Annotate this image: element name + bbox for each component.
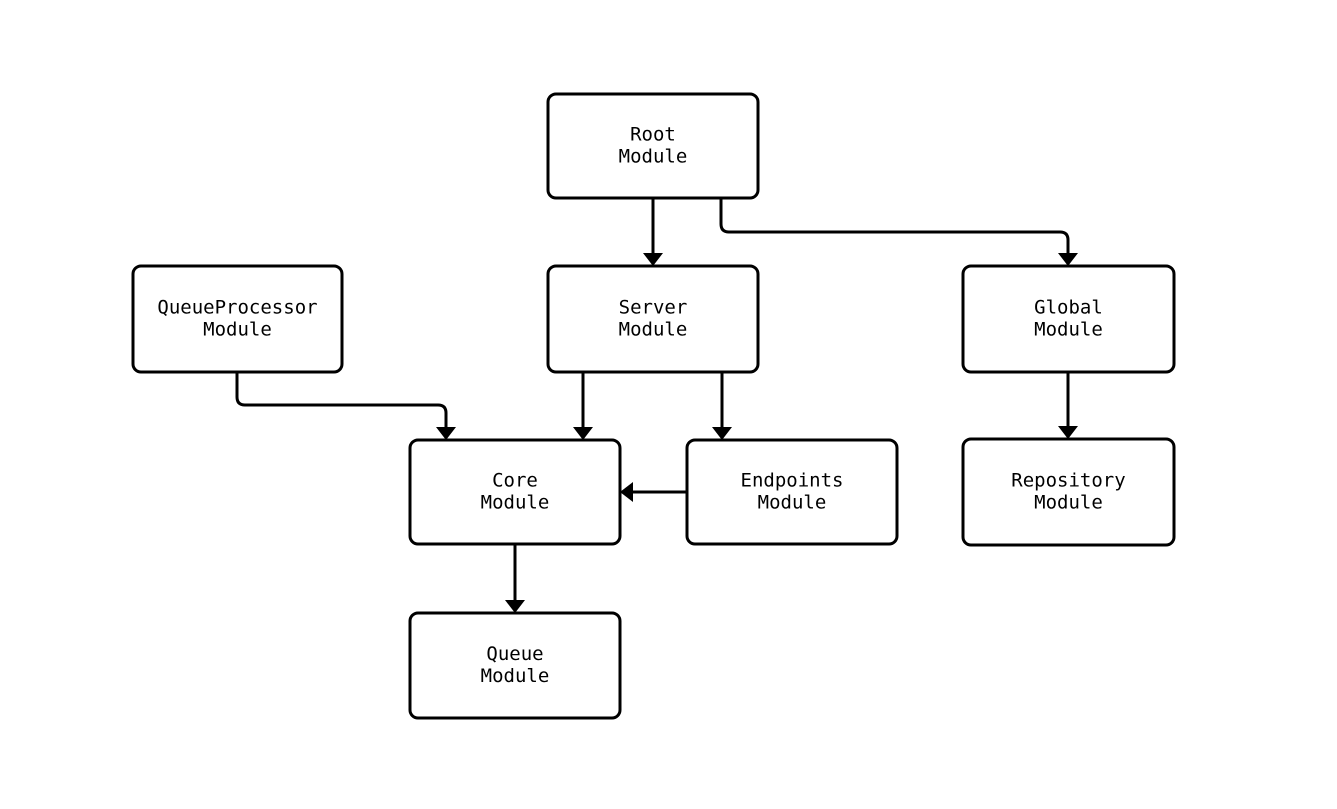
arrowhead-icon bbox=[436, 427, 456, 440]
edge-root-to-server bbox=[643, 198, 663, 266]
node-box[interactable] bbox=[546, 92, 760, 200]
node-label-line2: Module bbox=[619, 319, 688, 341]
edge-line bbox=[235, 372, 448, 427]
arrowhead-icon bbox=[1058, 426, 1078, 439]
edge-line bbox=[719, 198, 1070, 253]
arrowhead-icon bbox=[643, 253, 663, 266]
arrowhead-icon bbox=[1058, 253, 1078, 266]
edge-server-to-core bbox=[573, 372, 593, 440]
node-label-line2: Module bbox=[481, 665, 550, 687]
node-label-line2: Module bbox=[203, 319, 272, 341]
node-label-line1: QueueProcessor bbox=[157, 297, 317, 319]
node-box[interactable] bbox=[546, 264, 760, 374]
node-box[interactable] bbox=[131, 264, 344, 374]
node-box[interactable] bbox=[961, 264, 1176, 374]
node-label-line2: Module bbox=[758, 492, 827, 514]
node-label-line1: Endpoints bbox=[741, 470, 844, 492]
edge-global-to-repository bbox=[1058, 372, 1078, 439]
node-box[interactable] bbox=[685, 438, 899, 546]
node-box[interactable] bbox=[408, 438, 622, 546]
edges-layer bbox=[235, 198, 1078, 613]
node-label-line2: Module bbox=[619, 146, 688, 168]
arrowhead-icon bbox=[712, 427, 732, 440]
arrowhead-icon bbox=[505, 600, 525, 613]
node-box[interactable] bbox=[408, 611, 622, 720]
edge-queueprocessor-to-core bbox=[235, 372, 456, 440]
edge-server-to-endpoints bbox=[712, 372, 732, 440]
edge-core-to-queue bbox=[505, 544, 525, 613]
node-label-line1: Repository bbox=[1011, 470, 1125, 492]
node-label-line2: Module bbox=[481, 492, 550, 514]
edge-root-to-global bbox=[719, 198, 1078, 266]
arrowhead-icon bbox=[620, 482, 633, 502]
node-label-line1: Root bbox=[630, 124, 676, 146]
node-label-line2: Module bbox=[1034, 319, 1103, 341]
node-label-line1: Core bbox=[492, 470, 538, 492]
edge-endpoints-to-core bbox=[620, 482, 687, 502]
node-label-line1: Queue bbox=[486, 643, 543, 665]
arrowhead-icon bbox=[573, 427, 593, 440]
node-label-line1: Server bbox=[619, 297, 688, 319]
node-label-line2: Module bbox=[1034, 492, 1103, 514]
node-label-line1: Global bbox=[1034, 297, 1103, 319]
node-box[interactable] bbox=[961, 437, 1176, 547]
nodes-layer: RootModuleQueueProcessorModuleServerModu… bbox=[131, 92, 1176, 720]
